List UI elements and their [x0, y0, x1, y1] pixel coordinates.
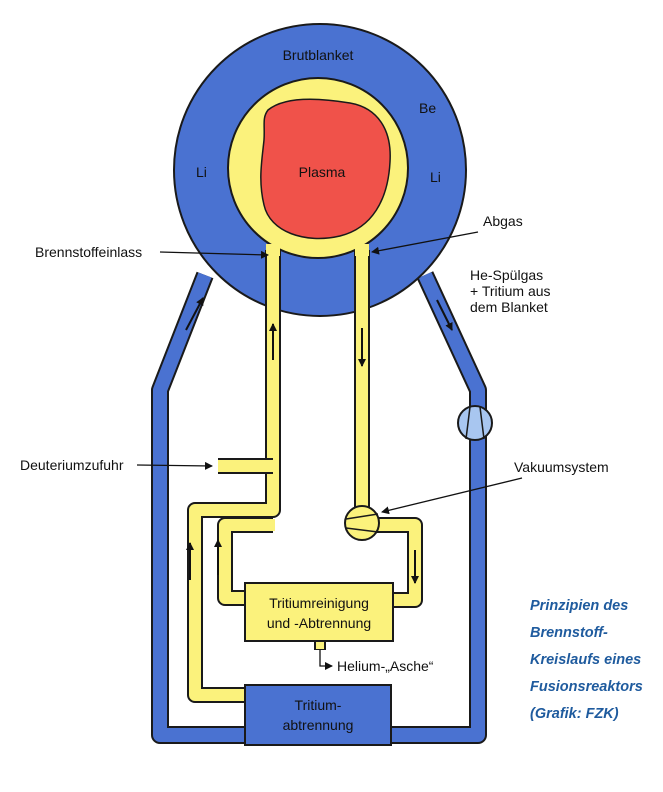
helium-ash-label: Helium-„Asche“	[337, 658, 434, 674]
caption-line-3: Kreislaufs eines	[530, 652, 641, 668]
purge-gas-pump-icon	[457, 405, 493, 441]
tritium-purification-label-1: Tritiumreinigung	[269, 595, 369, 611]
vacuum-system-label: Vakuumsystem	[514, 459, 609, 475]
caption-line-5: (Grafik: FZK)	[530, 706, 619, 722]
lithium-right-label: Li	[430, 169, 441, 185]
plasma-label: Plasma	[299, 164, 346, 180]
tritium-purification-box: Tritiumreinigung und -Abtrennung	[244, 582, 394, 642]
tritium-purification-label-2: und -Abtrennung	[267, 615, 371, 631]
leader-lines	[136, 231, 523, 670]
purge-gas-label-1: He-Spülgas	[470, 267, 543, 283]
caption-line-1: Prinzipien des	[530, 598, 628, 614]
caption: Prinzipien des Brennstoff- Kreislaufs ei…	[530, 598, 643, 722]
beryllium-label: Be	[419, 100, 436, 116]
fuel-inlet-label: Brennstoffeinlass	[35, 244, 142, 260]
lithium-left-label: Li	[196, 164, 207, 180]
blanket-label: Brutblanket	[283, 47, 354, 63]
vacuum-pump-icon	[344, 505, 380, 541]
helium-purge-loop	[151, 271, 487, 744]
tritium-separation-box: Tritium- abtrennung	[244, 684, 392, 746]
caption-line-2: Brennstoff-	[530, 625, 608, 641]
tritium-separation-label-2: abtrennung	[283, 717, 354, 733]
tritium-separation-label-1: Tritium-	[295, 697, 342, 713]
purge-gas-label-3: dem Blanket	[470, 299, 548, 315]
flow-arrows	[185, 297, 453, 584]
caption-line-4: Fusionsreaktors	[530, 679, 643, 695]
deuterium-supply-label: Deuteriumzufuhr	[20, 457, 124, 473]
exhaust-label: Abgas	[483, 213, 523, 229]
plasma	[260, 98, 391, 240]
purge-gas-label-2: + Tritium aus	[470, 283, 551, 299]
